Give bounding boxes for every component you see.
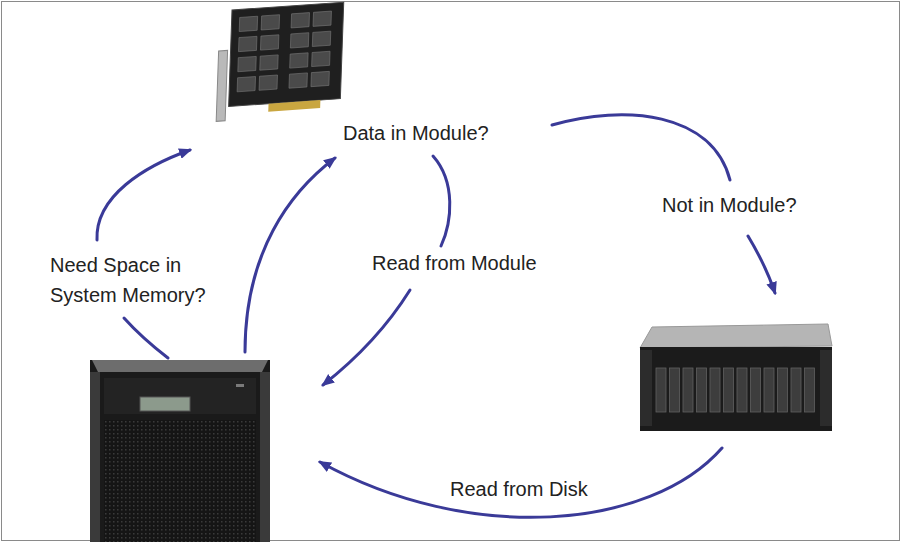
disk-enclosure: [640, 324, 832, 431]
flow-arrow: [320, 448, 722, 517]
memory-chips: [237, 11, 331, 92]
memory-chip: [259, 75, 277, 90]
memory-chip: [312, 51, 330, 66]
flow-arrow: [124, 318, 168, 358]
drive-slot: [724, 368, 734, 412]
drive-slot: [656, 368, 666, 412]
memory-chip: [260, 55, 278, 70]
drive-slot: [670, 368, 680, 412]
flow-arrow: [323, 290, 410, 385]
drive-slot: [764, 368, 774, 412]
flow-arrow: [748, 236, 775, 293]
drive-slots: [656, 368, 815, 412]
server-display: [140, 397, 190, 411]
flow-label: Read from Module: [372, 248, 572, 278]
memory-chip: [289, 73, 307, 88]
card-bracket: [216, 50, 227, 121]
drive-slot: [710, 368, 720, 412]
flow-arrow: [433, 156, 450, 246]
server-button: [236, 384, 244, 387]
server-rail: [90, 372, 100, 542]
card-connector: [268, 100, 320, 112]
memory-chip: [311, 71, 329, 86]
flow-arrows: [97, 115, 775, 518]
flow-arrow: [245, 158, 335, 352]
disk-front: [640, 347, 832, 431]
memory-chip: [313, 11, 331, 26]
drive-slot: [778, 368, 788, 412]
memory-chip: [290, 33, 308, 48]
memory-chip: [290, 53, 308, 68]
drive-slot: [683, 368, 693, 412]
memory-chip: [239, 36, 257, 51]
memory-chip: [261, 15, 279, 30]
memory-chip: [260, 35, 278, 50]
flow-arrow: [97, 150, 190, 240]
card-board: [229, 2, 344, 106]
flow-label: Read from Disk: [450, 474, 630, 504]
server-rail: [260, 372, 270, 542]
memory-chip: [312, 31, 330, 46]
flow-arrow: [552, 115, 730, 180]
memory-chip: [239, 16, 257, 31]
server-body: [90, 360, 270, 542]
memory-chip: [291, 13, 309, 28]
memory-chip: [238, 56, 256, 71]
disk-ear: [820, 350, 832, 426]
disk-ear: [640, 350, 652, 426]
flash-module-card: [216, 2, 344, 121]
drive-slot: [737, 368, 747, 412]
server-top: [92, 360, 268, 372]
memory-chip: [237, 77, 255, 92]
flow-label: Need Space in System Memory?: [50, 250, 225, 310]
flow-label: Data in Module?: [343, 118, 543, 148]
disk-top: [640, 324, 832, 348]
storage-system: [90, 360, 270, 542]
drive-slot: [791, 368, 801, 412]
server-vent: [104, 420, 256, 542]
flow-label: Not in Module?: [662, 190, 842, 220]
drive-slot: [751, 368, 761, 412]
drive-slot: [697, 368, 707, 412]
drive-slot: [805, 368, 815, 412]
server-panel: [104, 378, 256, 414]
